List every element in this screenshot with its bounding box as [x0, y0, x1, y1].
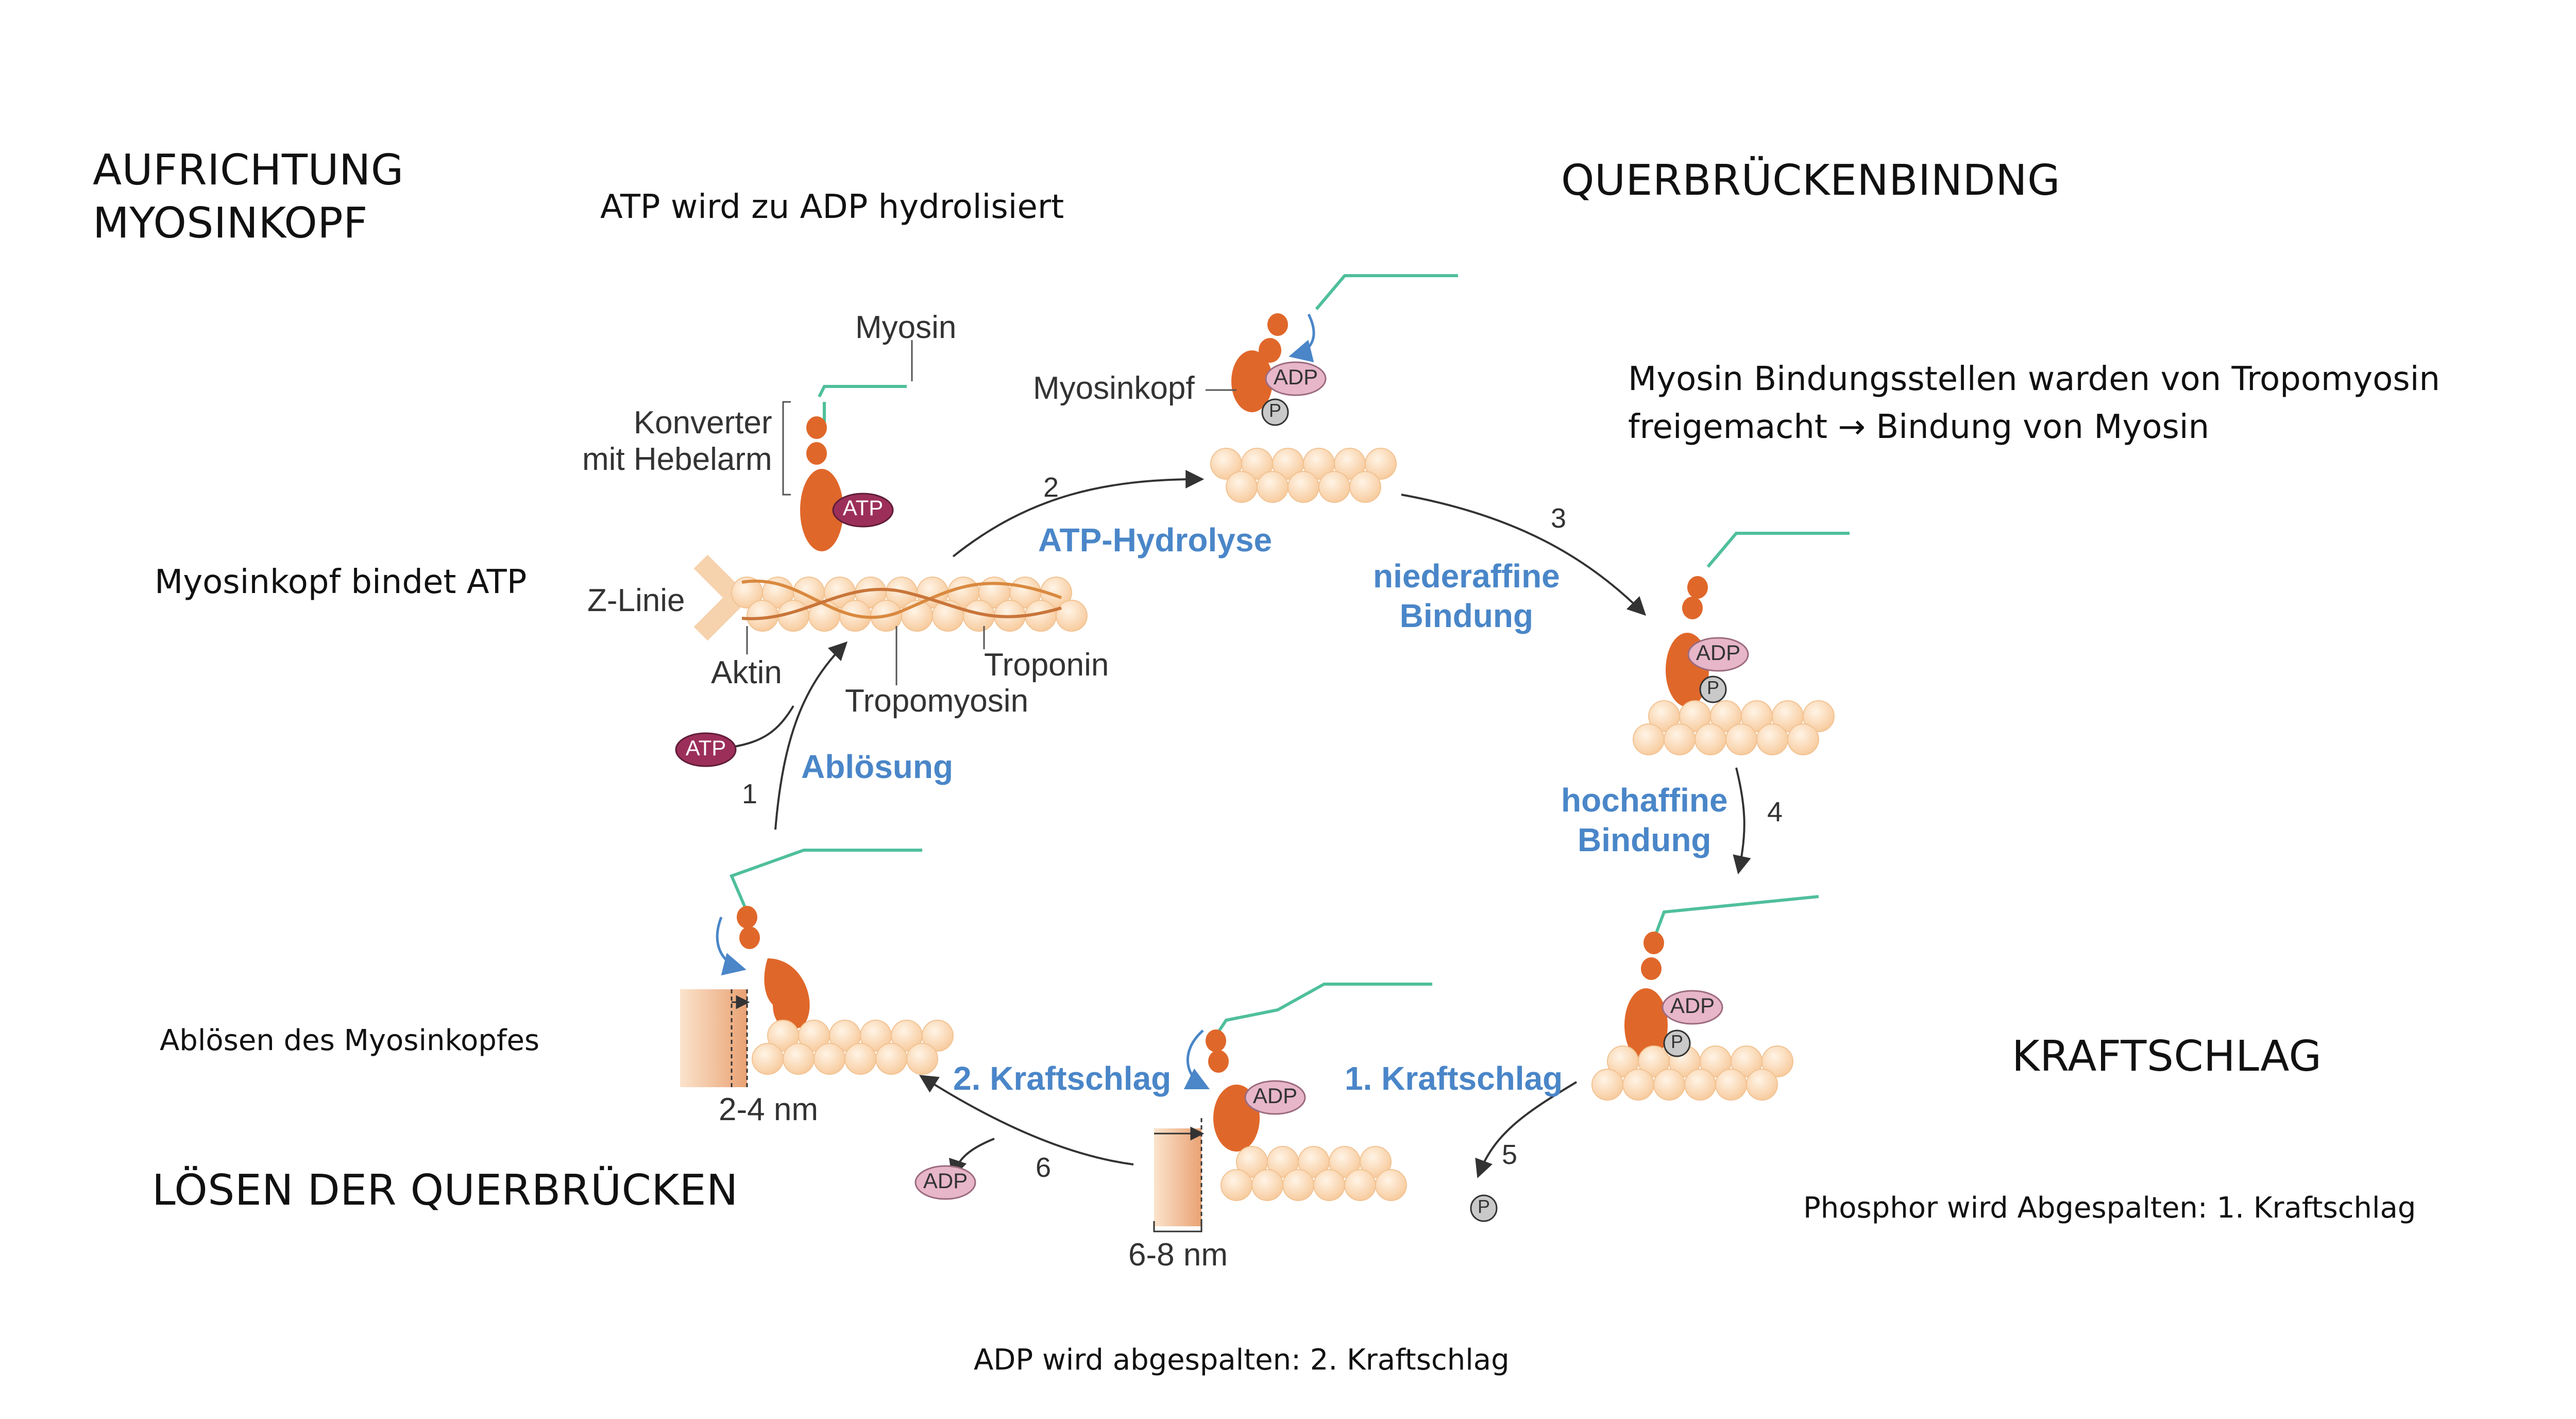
band-2-4nm [680, 989, 747, 1087]
label-aktin: Aktin [711, 655, 782, 690]
step-name-hochaffine-line2: Bindung [1578, 821, 1711, 858]
atp-badge-step1 [675, 732, 737, 767]
atp-badge-converter [832, 493, 894, 528]
adp-label-top: ADP [1273, 365, 1318, 389]
arrow-step-5 [1475, 1081, 1578, 1178]
step-name-niederaffine: niederaffine Bindung [1373, 556, 1560, 636]
caption-phosphor-abgespalten: Phosphor wird Abgespalten: 1. Kraftschla… [1803, 1191, 2416, 1225]
step-name-kraftschlag-2: 2. Kraftschlag [953, 1060, 1172, 1097]
label-myosin: Myosin [855, 310, 957, 345]
p-badge-top [1261, 398, 1289, 426]
adp-badge-released [914, 1165, 976, 1200]
atp-label-converter: ATP [842, 496, 884, 520]
caption-adp-abgespalten: ADP wird abgespalten: 2. Kraftschlag [974, 1343, 1510, 1377]
caption-bindungsstellen-line1: Myosin Bindungsstellen warden von Tropom… [1628, 360, 2441, 398]
caption-atp-hydrolysiert: ATP wird zu ADP hydrolisiert [600, 188, 1064, 226]
step-number-1: 1 [742, 779, 758, 809]
caption-aufrichtung-line2: MYOSINKOPF [93, 198, 368, 248]
molecule-badges [675, 361, 1749, 1222]
arrow-step-1 [774, 641, 848, 830]
label-konverter-line1: Konverter [633, 405, 772, 441]
step-number-5: 5 [1502, 1139, 1518, 1170]
adp-badge-right-top [1687, 637, 1749, 672]
caption-bindungsstellen: Myosin Bindungsstellen warden von Tropom… [1628, 356, 2440, 451]
myosin-high-affinity [1591, 895, 1819, 1101]
label-2-4nm: 2-4 nm [719, 1092, 818, 1127]
myosin-hydrolysed [1206, 274, 1458, 503]
adp-label-bottom: ADP [1252, 1084, 1298, 1108]
adp-badge-right-bottom [1662, 990, 1723, 1025]
label-troponin: Troponin [984, 647, 1109, 683]
step-number-3: 3 [1551, 503, 1567, 534]
arrow-step-1-atp [731, 705, 794, 748]
arrow-step-4 [1733, 767, 1751, 875]
atp-label-step1: ATP [685, 736, 726, 760]
p-label-right-top: P [1706, 677, 1719, 698]
label-konverter-line2: mit Hebelarm [582, 442, 772, 478]
step-name-hochaffine-line1: hochaffine [1561, 782, 1728, 819]
step-name-niederaffine-line2: Bindung [1399, 597, 1534, 634]
caption-aufrichtung: AUFRICHTUNG MYOSINKOPF [93, 144, 404, 250]
caption-querbrueckenbindung: QUERBRÜCKENBINDNG [1561, 156, 2061, 205]
caption-aufrichtung-line1: AUFRICHTUNG [93, 146, 404, 195]
caption-abloesen-myosinkopf: Ablösen des Myosinkopfes [160, 1024, 540, 1057]
label-6-8nm: 6-8 nm [1128, 1237, 1228, 1273]
step-number-6: 6 [1036, 1152, 1052, 1183]
arrow-step-3 [1401, 494, 1647, 616]
myosin-first-stroke [1153, 983, 1432, 1232]
actin-filament-zline [693, 554, 1088, 685]
adp-label-released: ADP [923, 1169, 968, 1193]
label-konverter: Konverter mit Hebelarm [582, 404, 772, 478]
arrow-step-2 [952, 470, 1205, 558]
myosin-second-stroke [680, 849, 954, 1087]
myosin-detached [782, 340, 913, 551]
caption-kraftschlag: KRAFTSCHLAG [2012, 1032, 2322, 1081]
p-label-top: P [1268, 400, 1281, 421]
adp-label-right-top: ADP [1696, 640, 1741, 665]
p-badge-right-bottom [1663, 1029, 1691, 1057]
step-number-4: 4 [1767, 797, 1783, 827]
step-name-kraftschlag-1: 1. Kraftschlag [1345, 1060, 1563, 1097]
p-badge-right-top [1699, 675, 1727, 703]
p-label-released: P [1477, 1196, 1490, 1217]
step-number-2: 2 [1043, 472, 1059, 503]
label-z-linie: Z-Linie [587, 583, 685, 618]
caption-loesen-querbruecken: LÖSEN DER QUERBRÜCKEN [152, 1166, 738, 1215]
adp-badge-bottom [1244, 1080, 1306, 1115]
p-badge-released [1470, 1194, 1498, 1222]
step-name-niederaffine-line1: niederaffine [1373, 558, 1560, 595]
label-myosinkopf: Myosinkopf [1033, 370, 1195, 406]
step-name-atp-hydrolyse: ATP-Hydrolyse [1038, 521, 1273, 559]
arrow-step-6 [919, 1075, 1134, 1165]
adp-label-right-bottom: ADP [1670, 993, 1715, 1018]
step-name-abloesung: Ablösung [801, 748, 954, 785]
band-6-8nm [1154, 1128, 1201, 1226]
myosin-low-affinity [1633, 532, 1850, 755]
adp-badge-top [1265, 361, 1327, 396]
caption-myosinkopf-bindet-atp: Myosinkopf bindet ATP [155, 563, 527, 601]
p-label-right-bottom: P [1670, 1031, 1683, 1052]
caption-bindungsstellen-line2: freigemacht → Bindung von Myosin [1628, 408, 2210, 446]
step-name-hochaffine: hochaffine Bindung [1561, 781, 1728, 860]
cycle-arrows [731, 470, 1751, 1178]
label-tropomyosin: Tropomyosin [845, 683, 1029, 719]
